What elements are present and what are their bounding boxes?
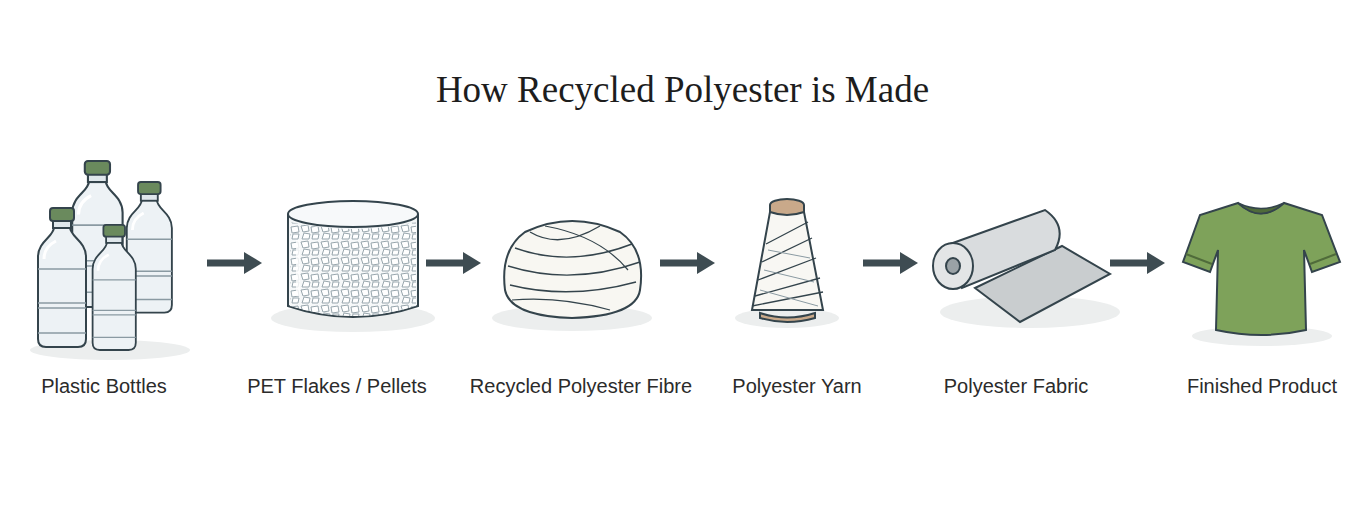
flow-arrow (426, 252, 481, 274)
fabric-roll (933, 210, 1110, 322)
stage-label: Polyester Fabric (944, 374, 1089, 398)
stage-label: PET Flakes / Pellets (247, 374, 427, 398)
stage-label: Finished Product (1187, 374, 1337, 398)
ground-shadows (30, 296, 1332, 360)
process-stage: Polyester Fabric (918, 150, 1110, 400)
process-stage: PET Flakes / Pellets (262, 150, 426, 400)
arrow-head (697, 252, 715, 274)
flow-arrow (660, 252, 715, 274)
arrow-shaft (426, 260, 465, 267)
fibre-bundle (504, 221, 641, 318)
t-shirt (1183, 203, 1340, 335)
stage-label: Recycled Polyester Fibre (470, 374, 692, 398)
flow-arrow (207, 252, 262, 274)
arrow-shaft (1110, 260, 1149, 267)
arrow-shaft (660, 260, 699, 267)
plastic-bottles (38, 161, 172, 350)
flow-arrow (1110, 252, 1165, 274)
flow-arrow (863, 252, 918, 274)
arrow-shaft (207, 260, 246, 267)
stage-label: Plastic Bottles (41, 374, 167, 398)
process-stage: Finished Product (1165, 150, 1345, 400)
arrow-shaft (863, 260, 902, 267)
stage-label: Polyester Yarn (732, 374, 861, 398)
process-stage: Plastic Bottles (22, 150, 207, 400)
arrow-head (900, 252, 918, 274)
flakes-jar (288, 201, 418, 325)
diagram-title: How Recycled Polyester is Made (0, 68, 1365, 112)
process-stage: Recycled Polyester Fibre (481, 150, 660, 400)
arrow-head (463, 252, 481, 274)
arrow-head (244, 252, 262, 274)
yarn-spool (752, 199, 823, 322)
process-stage: Polyester Yarn (715, 150, 863, 400)
arrow-head (1147, 252, 1165, 274)
